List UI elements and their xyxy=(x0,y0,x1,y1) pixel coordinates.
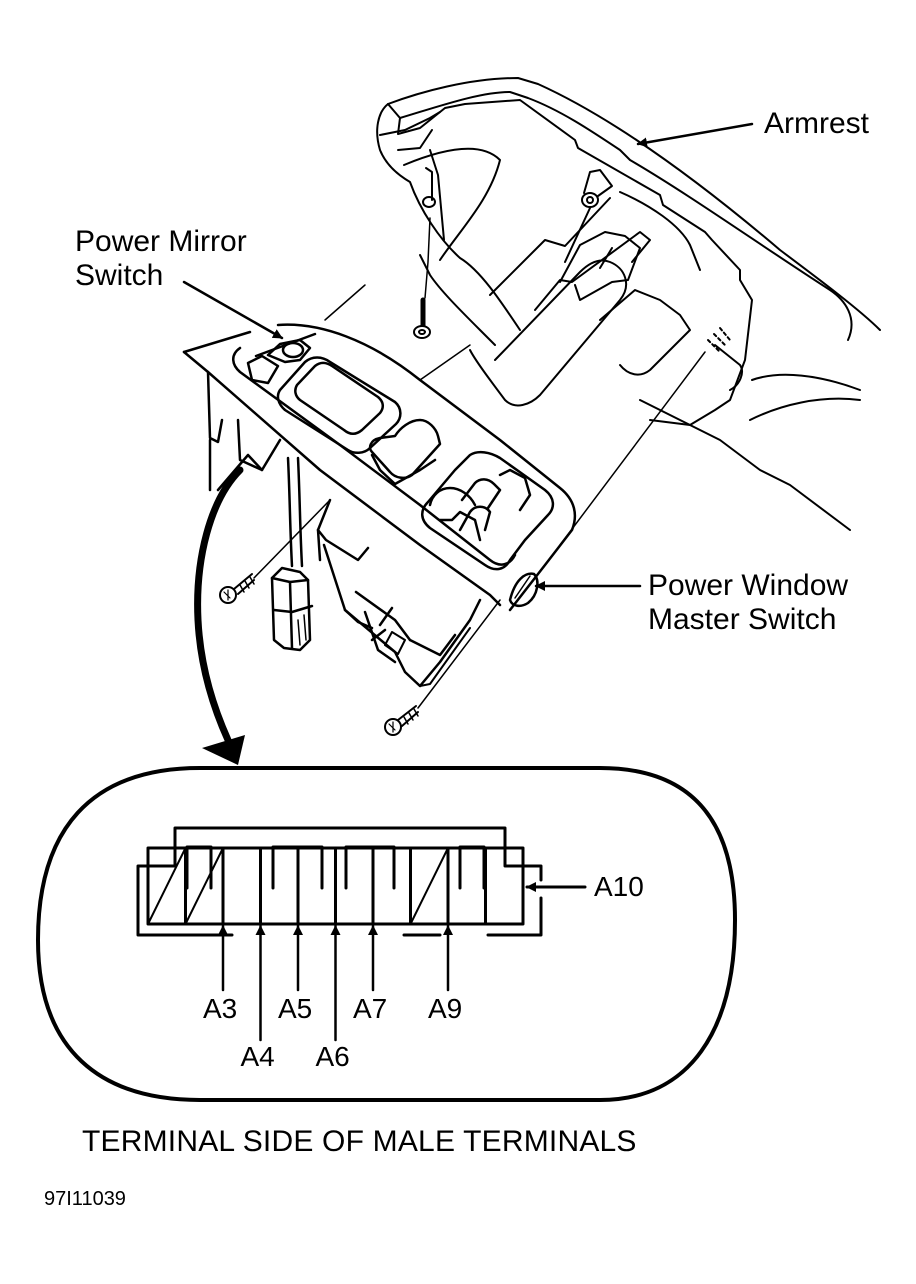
switch-panel-drawing xyxy=(182,323,577,612)
curved-arrow-icon xyxy=(194,466,245,765)
armrest-leader xyxy=(636,122,754,148)
harness-connector-drawing xyxy=(270,456,314,652)
connector-cavities xyxy=(146,846,525,926)
pin-label-a7: A7 xyxy=(353,993,388,1024)
power-window-master-switch-label-line2: Master Switch xyxy=(648,603,837,636)
unused-cavity-mark xyxy=(184,847,224,925)
pin-label-a5: A5 xyxy=(278,993,313,1024)
screw-lower-left-icon xyxy=(219,499,331,604)
power-window-master-switch-label-line1: Power Window xyxy=(648,569,849,602)
pin-label-a10: A10 xyxy=(594,871,644,902)
screw-dashed-icon xyxy=(559,327,731,546)
clip-icon xyxy=(564,169,613,263)
screw-lower-right-icon xyxy=(384,599,501,736)
pin-label-a9: A9 xyxy=(428,993,463,1024)
caption: TERMINAL SIDE OF MALE TERMINALS xyxy=(82,1125,637,1158)
pin-label-a6: A6 xyxy=(315,1041,350,1072)
power-mirror-switch-label-line1: Power Mirror xyxy=(75,225,247,258)
cavity-9 xyxy=(446,846,487,926)
figure-id: 97I11039 xyxy=(44,1188,126,1210)
unused-cavity-mark xyxy=(409,847,449,925)
pin-label-a3: A3 xyxy=(203,993,238,1024)
pin-arrows xyxy=(218,924,453,1042)
detail-callout-oval xyxy=(36,766,737,1102)
cavity-3 xyxy=(221,846,262,926)
cavity-4 xyxy=(259,846,300,926)
cavity-6 xyxy=(334,846,375,926)
pin-label-a4: A4 xyxy=(240,1041,275,1072)
guide-lines xyxy=(324,284,471,381)
connector-housing xyxy=(136,826,543,937)
cavity-10 xyxy=(484,846,525,926)
switch-body-drawing xyxy=(316,498,482,688)
armrest-drawing xyxy=(376,77,881,531)
cavity-5 xyxy=(296,846,337,926)
screw-icon xyxy=(413,217,431,339)
armrest-label: Armrest xyxy=(764,107,869,140)
mirror-switch-leader xyxy=(182,280,284,340)
unused-cavity-mark xyxy=(147,847,187,925)
cavity-7 xyxy=(371,846,412,926)
callout-leaders xyxy=(182,122,754,591)
power-mirror-switch-label-line2: Switch xyxy=(75,259,164,292)
